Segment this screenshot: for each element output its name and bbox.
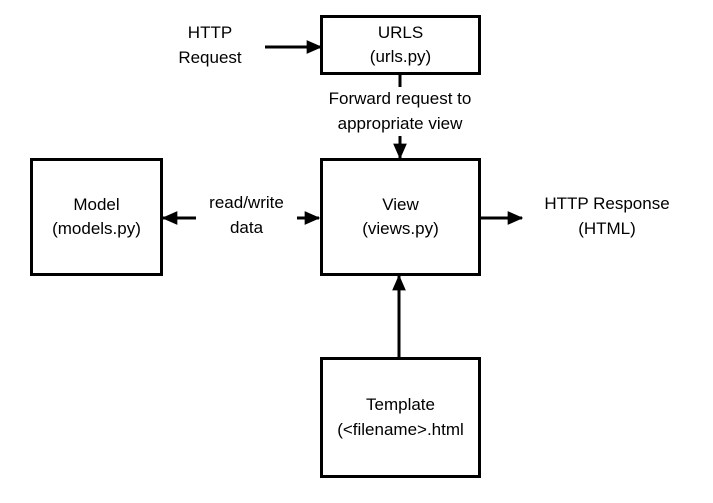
label-read-write-data-line1: read/write [209,193,284,212]
node-urls-title: URLS [377,22,424,42]
node-template-subtitle: (<filename>.html [337,419,464,439]
node-template-title: Template [366,395,435,415]
node-view-title: View [382,194,419,214]
label-http-response: HTTP Response (HTML) [533,192,681,242]
label-forward-request-line2: appropriate view [337,113,463,133]
node-urls-subtitle: (urls.py) [369,47,432,66]
node-view-subtitle: (views.py) [362,219,439,238]
label-http-request-line2: Request [178,47,242,67]
label-forward-request-line1: Forward request to [328,89,472,108]
node-model-title: Model [73,194,120,214]
label-forward-request: Forward request to appropriate view [316,87,484,137]
node-model-subtitle: (models.py) [52,219,141,238]
node-template[interactable]: Template (<filename>.html [320,357,481,478]
node-model[interactable]: Model (models.py) [30,158,163,276]
label-read-write-data-line2: data [229,217,264,237]
label-http-response-line2: (HTML) [578,218,636,238]
node-urls[interactable]: URLS (urls.py) [320,15,481,75]
label-http-response-line1: HTTP Response [544,194,670,213]
label-read-write-data: read/write data [196,191,297,241]
node-view[interactable]: View (views.py) [320,158,481,276]
label-http-request-line1: HTTP [187,23,233,42]
label-http-request: HTTP Request [155,21,265,71]
